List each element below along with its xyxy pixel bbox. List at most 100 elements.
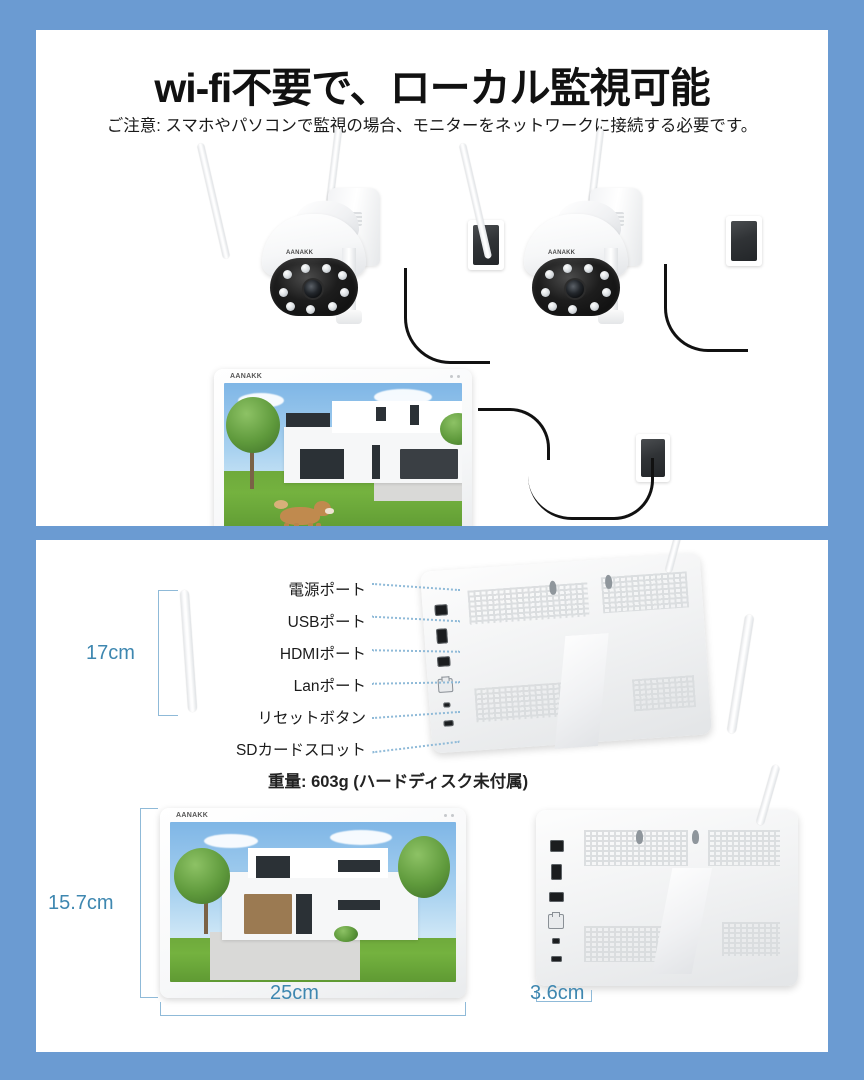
callout-reset-button: リセットボタン: [257, 710, 366, 727]
rear-antenna: [664, 540, 694, 574]
hdmi-port: [436, 656, 451, 667]
camera-ir-led: [322, 264, 331, 273]
camera-ir-led: [279, 288, 288, 297]
dimension-label-3-6cm: 3.6cm: [530, 982, 585, 1004]
wall-mount-keyhole: [548, 580, 557, 595]
wall-mount-keyhole: [636, 830, 643, 844]
camera-ir-led: [600, 271, 609, 280]
camera-ir-led: [568, 305, 577, 314]
monitor-rear-angled: [419, 540, 713, 754]
dimension-label-17cm: 17cm: [86, 642, 135, 664]
camera-ir-led: [340, 288, 349, 297]
vent-grille: [600, 571, 690, 614]
scene-tree: [398, 836, 450, 898]
scene-sliding-door: [300, 449, 344, 479]
callout-power-port: 電源ポート: [288, 582, 366, 599]
vent-grille: [632, 675, 697, 712]
camera-unit-1: AANAKK: [196, 128, 444, 332]
scene-dog-leg: [308, 523, 313, 526]
vent-grille: [467, 582, 590, 625]
leader-line-hdmi: [371, 649, 461, 653]
camera-brand-logo: AANAKK: [548, 250, 576, 256]
camera-antenna-left: [196, 142, 231, 260]
top-panel: wi-fi不要で、ローカル監視可能 ご注意: スマホやパソコンで監視の場合、モニ…: [36, 30, 828, 526]
page-subline: ご注意: スマホやパソコンで監視の場合、モニターをネットワークに接続する必要です…: [106, 117, 758, 135]
scene-window: [338, 860, 380, 872]
camera-ir-led: [590, 302, 599, 311]
dimension-bracket-17cm: [158, 590, 178, 716]
camera-ir-led: [301, 264, 310, 273]
reset-button[interactable]: [443, 702, 451, 708]
hdmi-port: [549, 892, 564, 902]
callout-hdmi-port: HDMIポート: [279, 646, 366, 663]
camera-ir-led: [286, 302, 295, 311]
dimension-label-25cm: 25cm: [270, 982, 319, 1004]
usb-port: [551, 864, 562, 880]
page-headline: wi-fi不要で、ローカル監視可能: [154, 65, 710, 111]
camera-ir-led: [338, 271, 347, 280]
camera-ir-led: [283, 270, 292, 279]
sd-card-slot[interactable]: [443, 720, 454, 727]
dimension-label-15-7cm: 15.7cm: [48, 892, 114, 914]
scene-tree: [174, 848, 230, 904]
camera-connector-plug: [336, 310, 362, 324]
scene-driveway: [374, 479, 462, 501]
scene-dog-leg: [294, 523, 299, 526]
scene-shrub: [334, 926, 358, 942]
vent-grille: [722, 922, 780, 956]
camera-connector-plug: [598, 310, 624, 324]
camera-lens: [304, 280, 322, 298]
monitor-brand-logo: AANAKK: [176, 812, 209, 819]
wall-mount-keyhole: [692, 830, 699, 844]
power-port: [550, 840, 564, 852]
monitor-front-bottom: AANAKK: [160, 808, 466, 998]
camera-brand-logo: AANAKK: [286, 250, 314, 256]
scene-driveway: [210, 932, 360, 980]
usb-port: [436, 628, 449, 644]
camera-dome: [270, 258, 358, 316]
camera-1-power-cable: [404, 268, 490, 364]
camera-ir-led: [306, 305, 315, 314]
monitor-rear-flat: [536, 764, 798, 986]
camera-ir-led: [545, 270, 554, 279]
monitor-indicator-dots: [450, 375, 460, 378]
camera-2-power-cable: [664, 264, 748, 352]
scene-garage-door: [400, 449, 458, 479]
scene-window: [286, 413, 330, 427]
scene-cloud: [204, 834, 258, 848]
camera-ir-led: [584, 264, 593, 273]
scene-tree-trunk: [204, 884, 208, 934]
camera-ir-led: [548, 302, 557, 311]
camera-ir-led: [328, 302, 337, 311]
adapter-body: [731, 221, 757, 261]
camera-ir-led: [541, 288, 550, 297]
scene-window: [338, 900, 380, 910]
monitor-indicator-dots: [444, 814, 454, 817]
scene-dog-tail: [274, 500, 288, 509]
dimension-bracket-25cm: [160, 1002, 466, 1016]
reset-button[interactable]: [552, 938, 560, 944]
scene-window: [256, 856, 290, 878]
monitor-screen-feed: [224, 383, 462, 526]
callout-usb-port: USBポート: [287, 614, 366, 631]
scene-tree: [226, 397, 280, 453]
dimension-bracket-15-7cm: [140, 808, 158, 998]
monitor-front-top: AANAKK: [214, 369, 472, 526]
scene-dog-snout: [325, 508, 334, 514]
callout-lan-port: Lanポート: [293, 678, 366, 695]
camera-2-power-adapter: [726, 216, 762, 266]
dimension-bracket-3-6cm: [536, 990, 592, 1002]
scene-cloud: [330, 830, 392, 845]
scene-tree: [440, 413, 462, 445]
bottom-panel: 電源ポート USBポート HDMIポート Lanポート リセットボタン SDカー…: [36, 540, 828, 1052]
scene-window: [376, 407, 386, 421]
callout-sd-card-slot: SDカードスロット: [235, 742, 366, 759]
sd-card-slot[interactable]: [551, 956, 562, 962]
camera-unit-2: AANAKK: [458, 128, 706, 332]
camera-lens: [566, 280, 584, 298]
rear-antenna: [755, 764, 781, 826]
lan-port: [548, 912, 564, 929]
scene-dog-body: [280, 507, 320, 525]
monitor-screen-feed: [170, 822, 456, 982]
